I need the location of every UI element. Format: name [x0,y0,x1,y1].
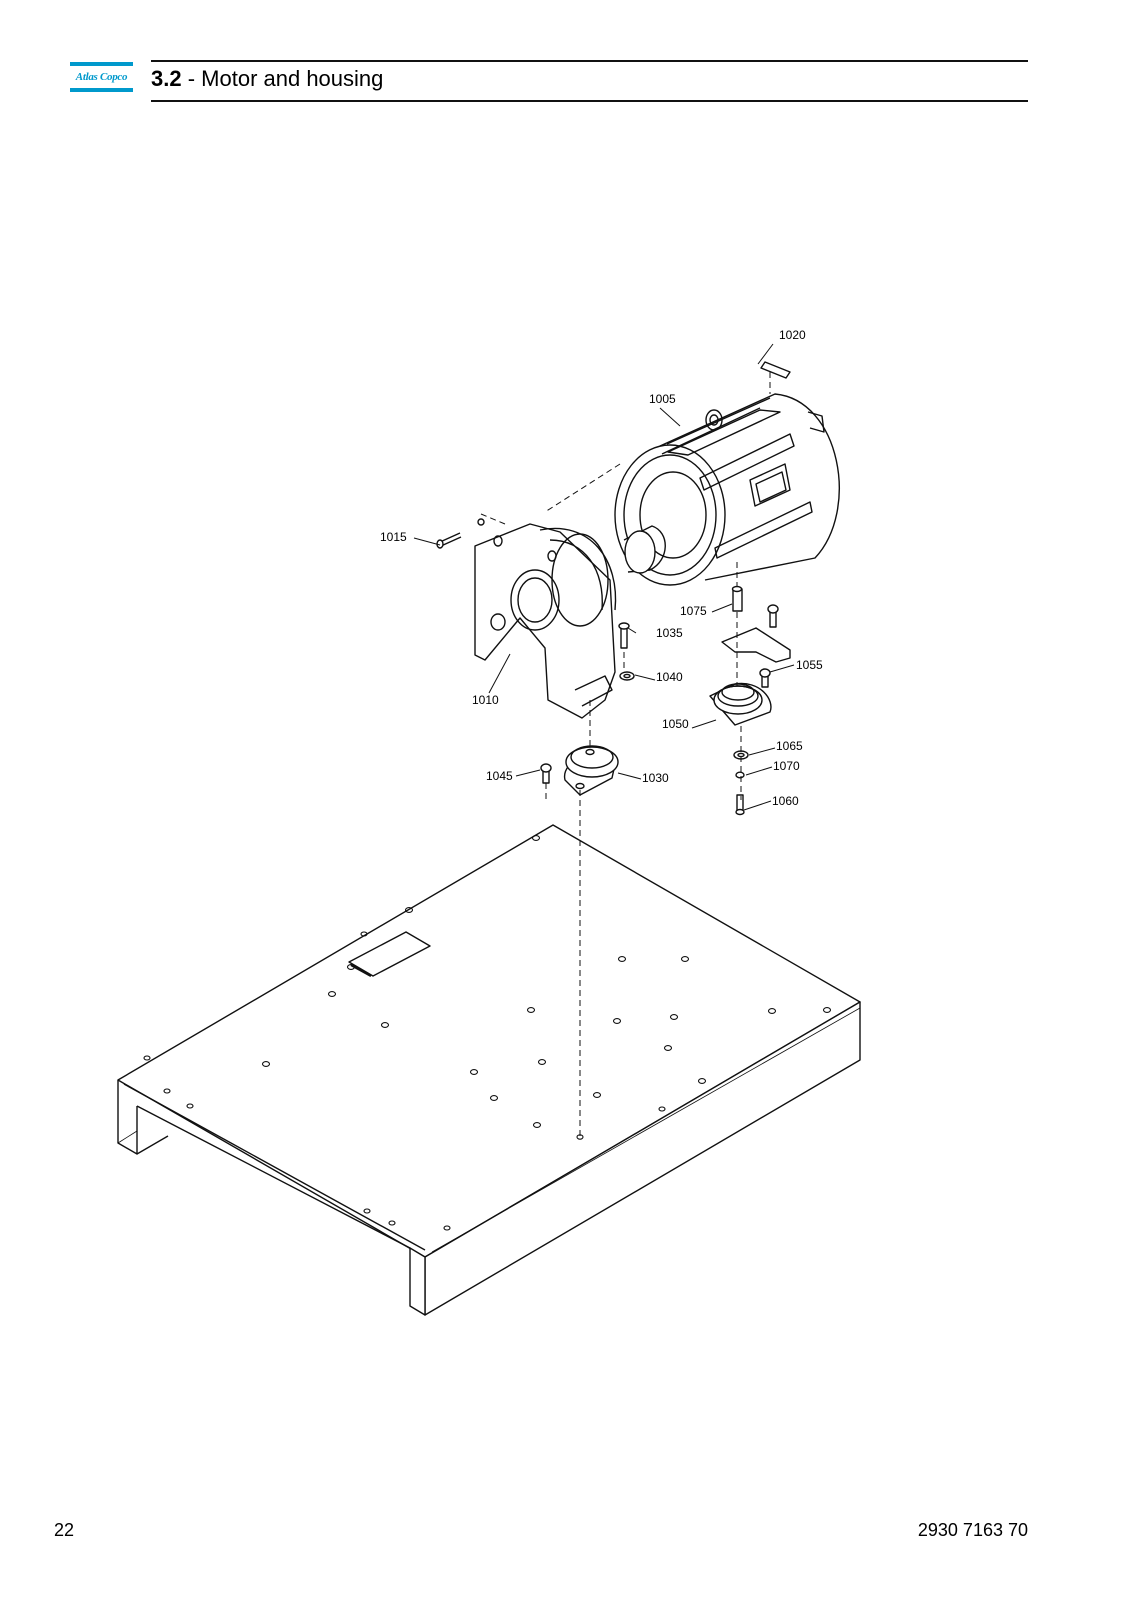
callout-1040: 1040 [656,670,683,684]
base-frame [117,824,861,1316]
callout-1020: 1020 [779,328,806,342]
header-bottom-rule [151,100,1028,102]
callout-1060: 1060 [772,794,799,808]
assembly-lines [480,372,771,1136]
bracket-1010 [474,523,617,719]
logo-top-band [70,62,133,66]
callout-1035: 1035 [656,626,683,640]
motor-1005 [614,393,840,586]
callout-1075: 1075 [680,604,707,618]
callout-1015: 1015 [380,530,407,544]
callout-1055: 1055 [796,658,823,672]
title-separator: - [181,66,202,91]
callout-1045: 1045 [486,769,513,783]
callout-labels: 1020 1005 1015 1075 1035 1055 1040 1010 … [380,328,823,808]
header-top-rule [151,60,1028,62]
callout-1050: 1050 [662,717,689,731]
callout-1010: 1010 [472,693,499,707]
atlas-copco-logo: Atlas Copco [70,62,133,92]
page-number: 22 [54,1520,75,1540]
page-title: 3.2 - Motor and housing [151,66,383,92]
callout-1070: 1070 [773,759,800,773]
logo-bottom-band [70,88,133,92]
logo-text: Atlas Copco [75,71,128,83]
callout-1030: 1030 [642,771,669,785]
section-number: 3.2 [151,66,182,91]
callout-1065: 1065 [776,739,803,753]
leader-lines [413,343,795,811]
section-title: Motor and housing [201,66,384,91]
plate-1020 [760,361,791,379]
callout-1005: 1005 [649,392,676,406]
document-number: 2930 7163 70 [917,1520,1028,1540]
